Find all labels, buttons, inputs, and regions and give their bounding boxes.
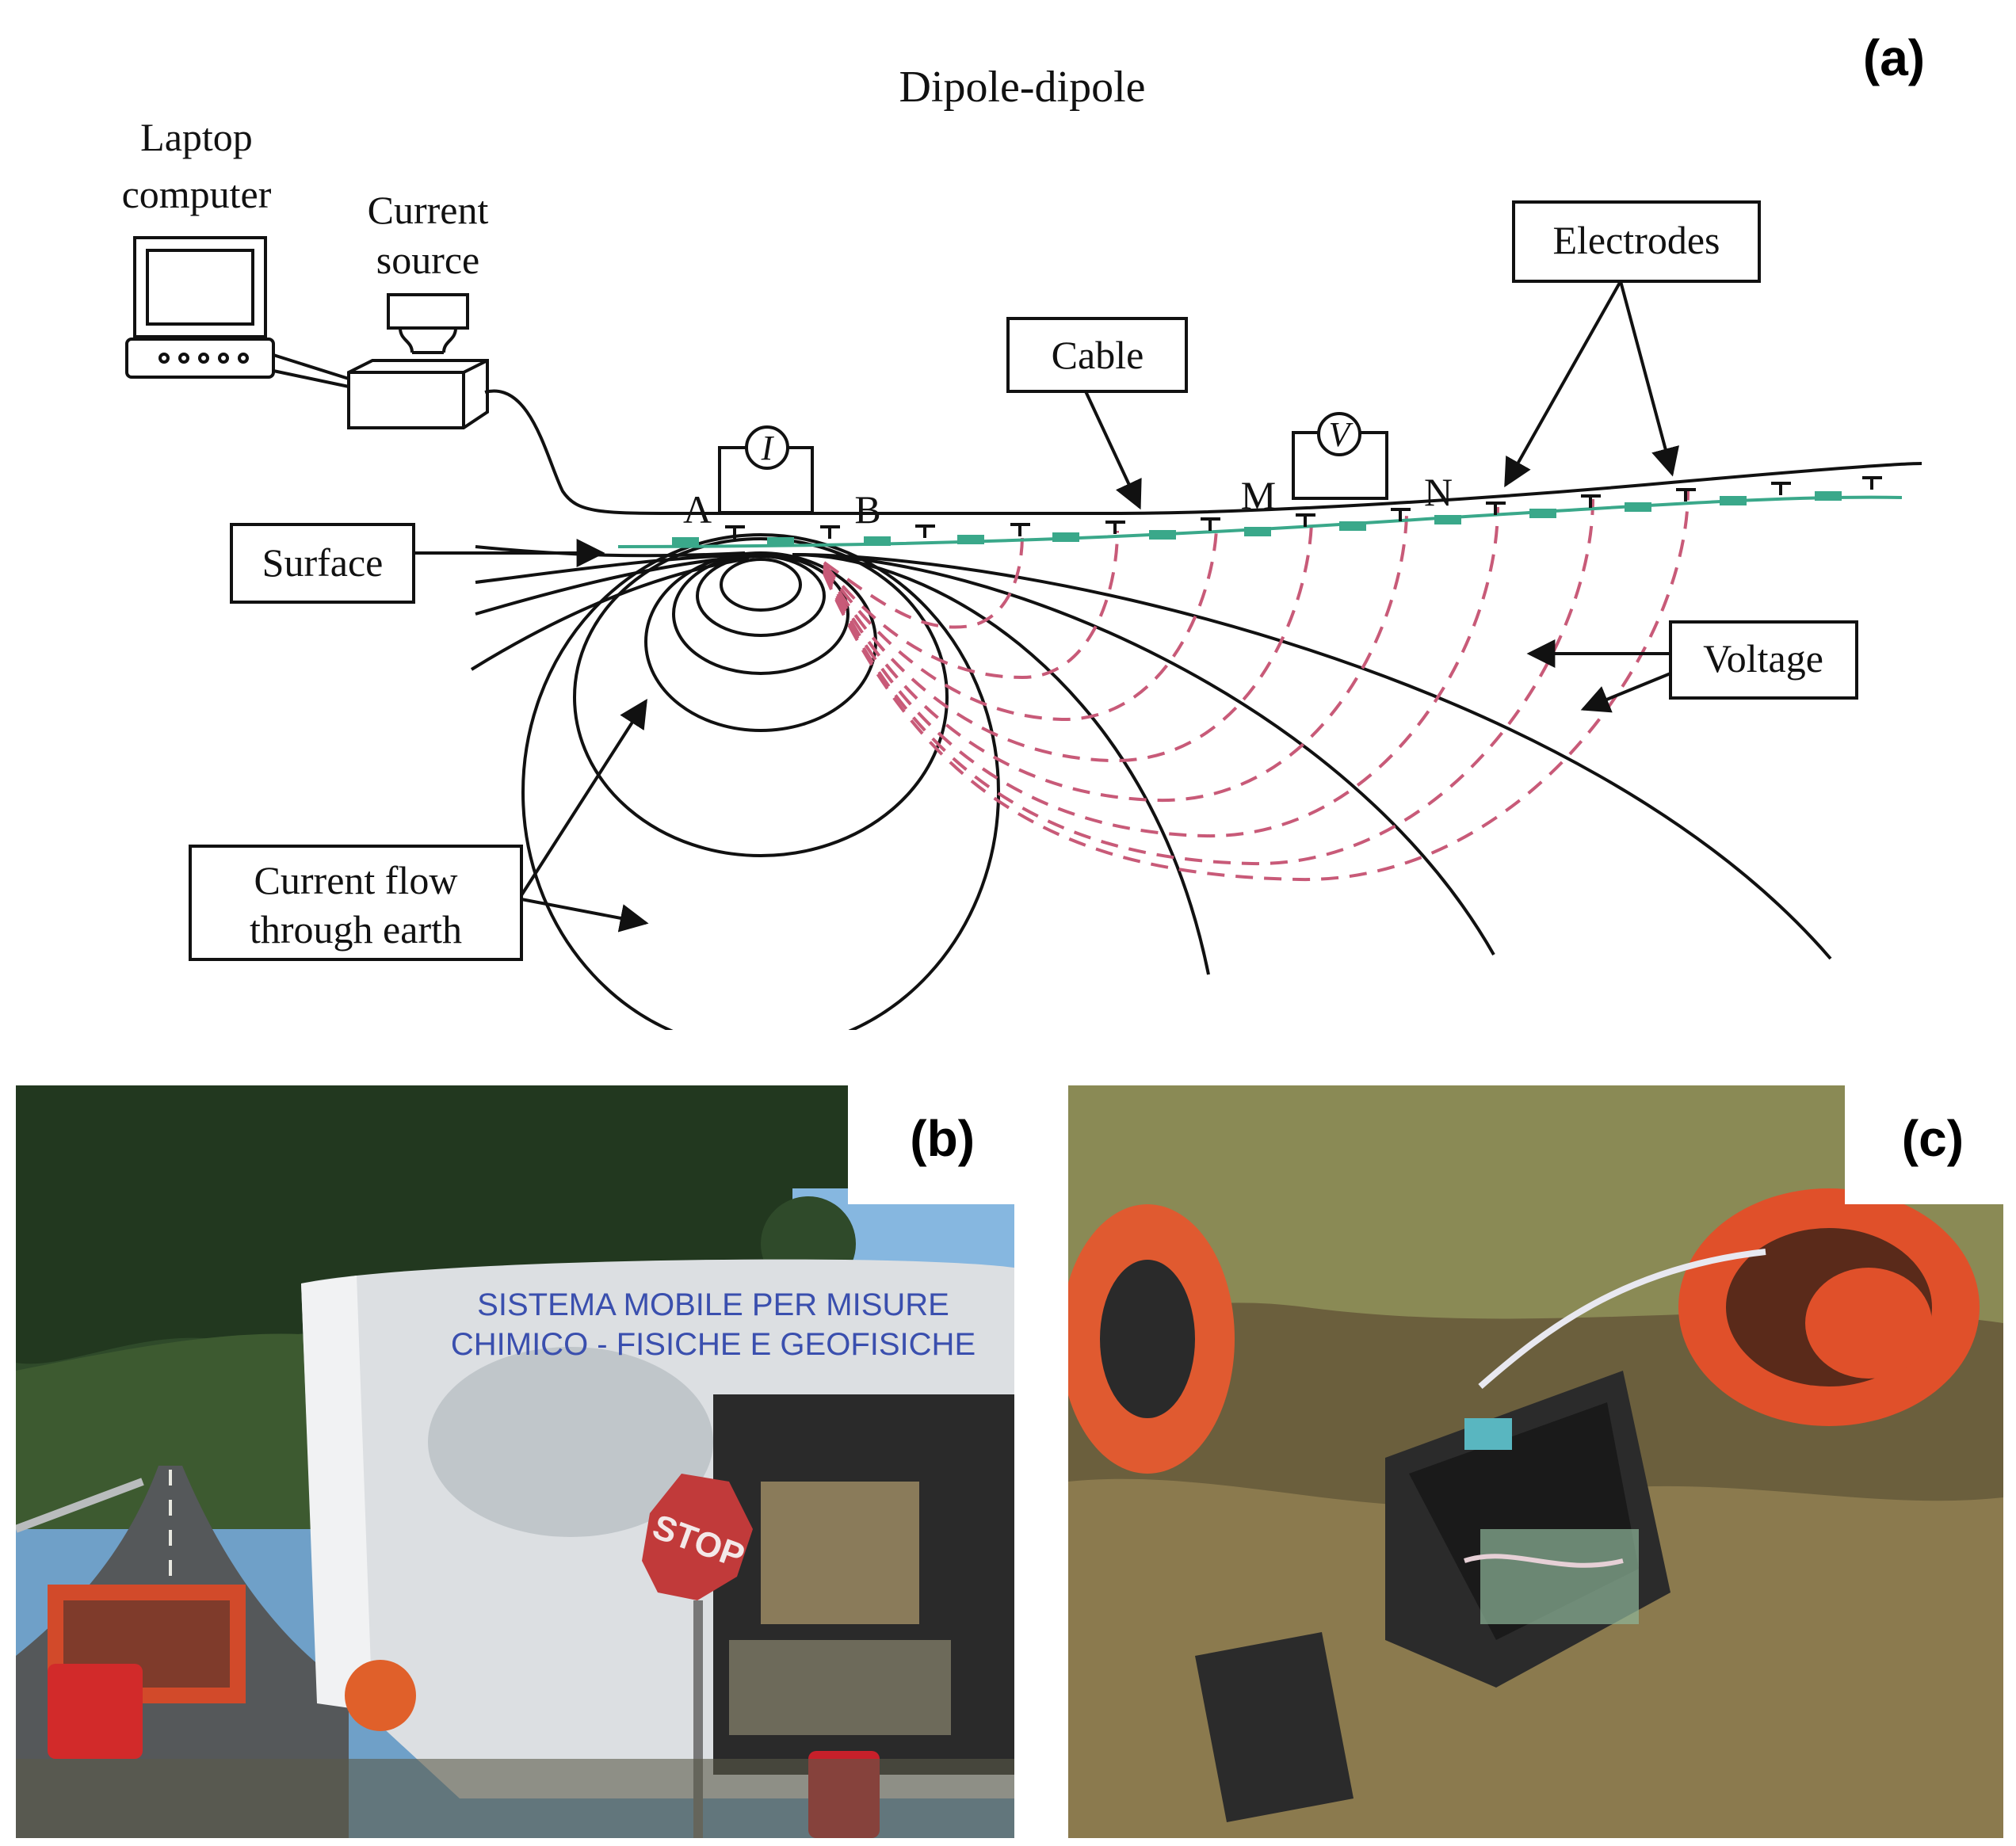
surface-label: Surface xyxy=(262,540,384,585)
electrode-markers xyxy=(725,476,1882,539)
small-case xyxy=(1195,1632,1354,1822)
laptop-label-2: computer xyxy=(122,172,272,216)
cable-label: Cable xyxy=(1052,333,1144,377)
field-van-photo: SISTEMA MOBILE PER MISURE CHIMICO - FISI… xyxy=(16,1085,1014,1838)
meter-i-label: I xyxy=(761,429,775,467)
surface-line xyxy=(617,491,1903,548)
current-flow-lines xyxy=(470,533,1832,1030)
electrode-n-label: N xyxy=(1424,470,1453,514)
electrode-m-label: M xyxy=(1241,473,1276,517)
equipment-photo: (c) xyxy=(1068,1085,2003,1838)
dipole-dipole-diagram: (a) Dipole-dipole Laptop computer Curren… xyxy=(122,29,1925,1030)
electrodes-label: Electrodes xyxy=(1552,218,1720,262)
electrode-a-label: A xyxy=(683,487,712,532)
current-flow-label-2: through earth xyxy=(250,907,462,952)
van-text-2: CHIMICO - FISICHE E GEOFISICHE xyxy=(451,1327,976,1362)
surface-callout: Surface xyxy=(230,523,605,604)
current-source-icon xyxy=(273,293,489,429)
voltage-meter-icon xyxy=(1292,412,1388,500)
voltage-lines xyxy=(823,490,1690,882)
stop-sign xyxy=(642,1474,753,1600)
cable-line xyxy=(484,389,1922,516)
current-flow-label-1: Current flow xyxy=(254,858,458,902)
electrodes-callout: Electrodes xyxy=(1504,200,1761,488)
laptop-icon xyxy=(125,236,275,379)
panel-b-tag: (b) xyxy=(910,1110,975,1167)
electrode-b-label: B xyxy=(854,487,880,532)
meter-v-label: V xyxy=(1329,415,1354,454)
voltage-label: Voltage xyxy=(1703,636,1823,681)
source-label-2: source xyxy=(376,238,480,282)
current-flow-callout: Current flow through earth xyxy=(189,698,649,961)
current-meter-icon xyxy=(718,425,814,514)
cable-callout: Cable xyxy=(1006,317,1188,510)
panel-a-tag: (a) xyxy=(1863,29,1925,86)
laptop-label-1: Laptop xyxy=(140,115,253,159)
diagram-title: Dipole-dipole xyxy=(899,63,1145,112)
panel-c-tag: (c) xyxy=(1901,1110,1964,1167)
van-text-1: SISTEMA MOBILE PER MISURE xyxy=(477,1287,949,1322)
voltage-callout: Voltage xyxy=(1526,620,1858,713)
source-label-1: Current xyxy=(368,188,489,232)
